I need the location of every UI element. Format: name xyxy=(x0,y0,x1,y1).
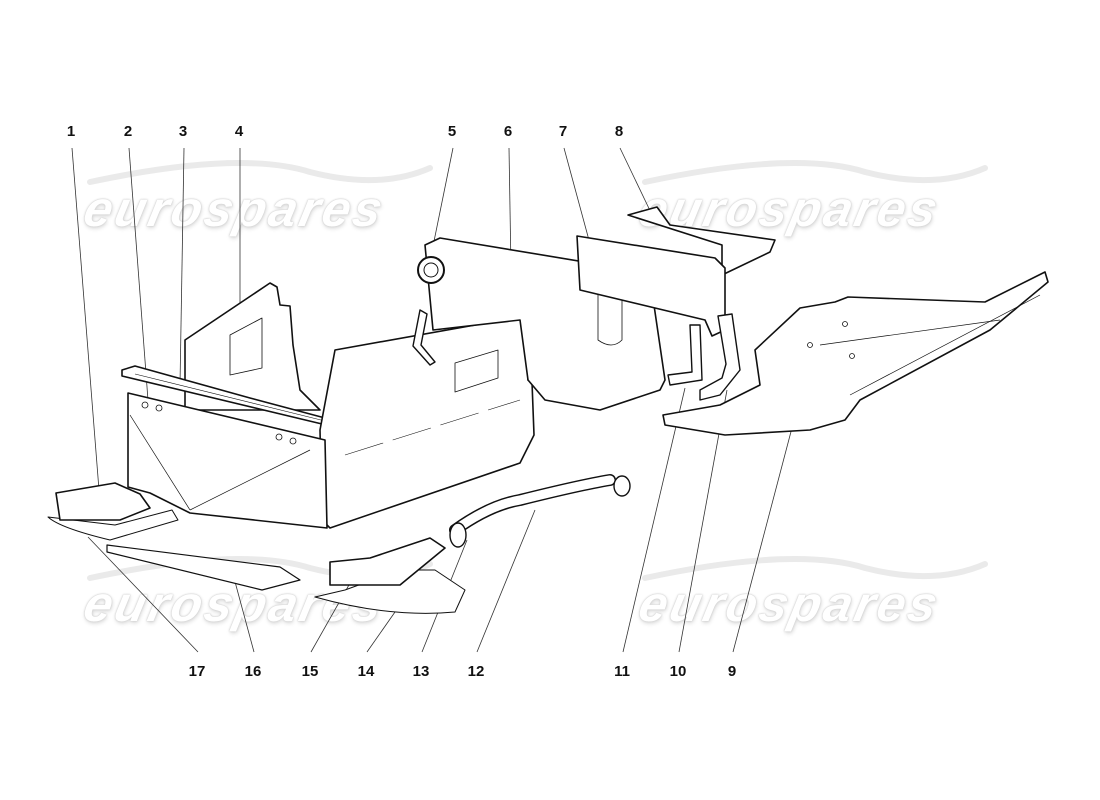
callout-label-1: 1 xyxy=(66,123,76,140)
front-frame-assembly xyxy=(121,282,535,529)
callout-label-5: 5 xyxy=(447,123,457,140)
callout-label-7: 7 xyxy=(558,123,568,140)
callout-label-6: 6 xyxy=(503,123,513,140)
callout-label-2: 2 xyxy=(123,123,133,140)
callout-label-14: 14 xyxy=(357,663,375,680)
floor-pan-assembly xyxy=(662,271,1049,436)
rear-panel-assembly xyxy=(576,206,776,337)
callout-label-9: 9 xyxy=(727,663,737,680)
callout-label-15: 15 xyxy=(301,663,319,680)
callout-label-4: 4 xyxy=(234,123,244,140)
callout-label-8: 8 xyxy=(614,123,624,140)
callout-label-12: 12 xyxy=(467,663,485,680)
callout-label-3: 3 xyxy=(178,123,188,140)
callout-label-11: 11 xyxy=(614,663,630,680)
callout-label-16: 16 xyxy=(244,663,262,680)
callout-label-17: 17 xyxy=(188,663,206,680)
callout-label-13: 13 xyxy=(412,663,430,680)
callout-label-10: 10 xyxy=(669,663,687,680)
lower-ducts-assembly xyxy=(47,474,631,614)
